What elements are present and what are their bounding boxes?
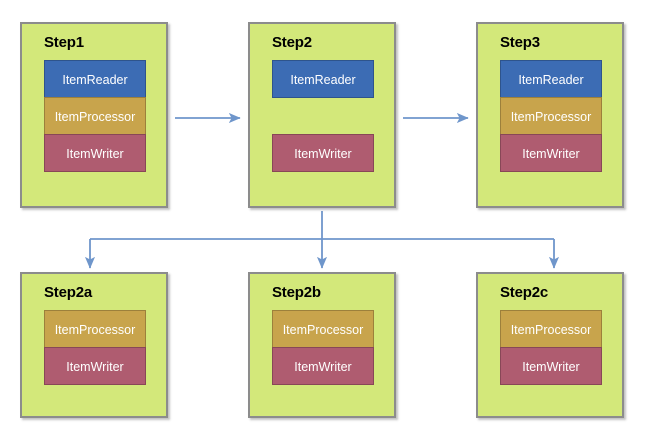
block-processor[interactable]: ItemProcessor	[44, 310, 146, 348]
block-reader[interactable]: ItemReader	[272, 60, 374, 98]
step-title: Step3	[500, 34, 540, 51]
block-spacer	[272, 97, 374, 135]
block-processor[interactable]: ItemProcessor	[272, 310, 374, 348]
block-reader[interactable]: ItemReader	[44, 60, 146, 98]
block-reader[interactable]: ItemReader	[500, 60, 602, 98]
block-writer[interactable]: ItemWriter	[44, 134, 146, 172]
step-title: Step1	[44, 34, 84, 51]
step-title: Step2	[272, 34, 312, 51]
step-title: Step2c	[500, 284, 548, 301]
step-title: Step2b	[272, 284, 321, 301]
block-writer[interactable]: ItemWriter	[500, 134, 602, 172]
block-writer[interactable]: ItemWriter	[44, 347, 146, 385]
block-writer[interactable]: ItemWriter	[272, 347, 374, 385]
step-title: Step2a	[44, 284, 92, 301]
block-processor[interactable]: ItemProcessor	[500, 310, 602, 348]
block-processor[interactable]: ItemProcessor	[500, 97, 602, 135]
block-writer[interactable]: ItemWriter	[272, 134, 374, 172]
block-writer[interactable]: ItemWriter	[500, 347, 602, 385]
block-processor[interactable]: ItemProcessor	[44, 97, 146, 135]
